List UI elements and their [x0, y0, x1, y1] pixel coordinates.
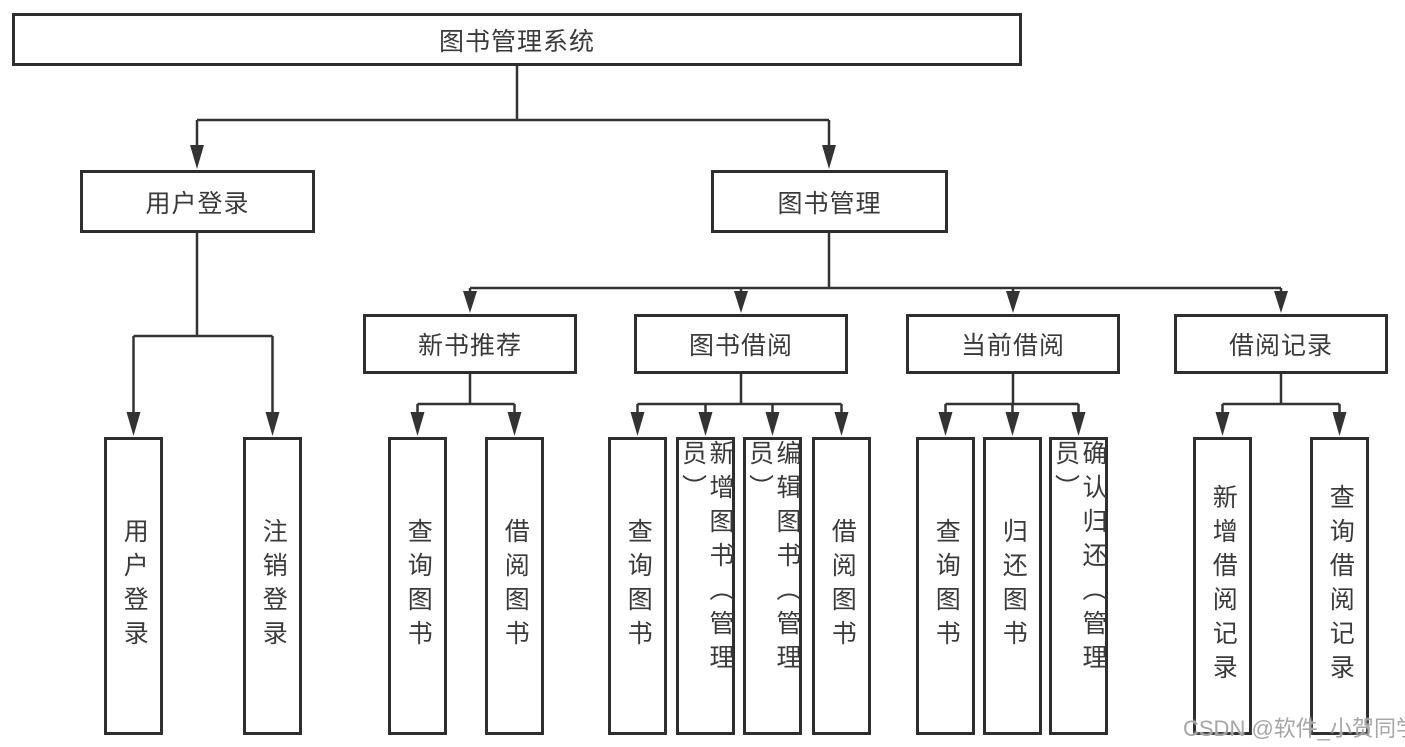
node-current-borrowing-label: 当前借阅	[960, 332, 1065, 360]
leaf-add-book-admin: 新增图书（管理员）	[676, 437, 735, 735]
node-borrowing-records: 借阅记录	[1174, 314, 1388, 374]
node-user-login-label: 用户登录	[145, 189, 250, 218]
leaf-borrow-books-recommend-label: 借阅图书	[501, 518, 530, 654]
node-book-management: 图书管理	[711, 170, 948, 233]
node-borrowing-records-label: 借阅记录	[1228, 332, 1333, 360]
node-new-book-recommend-label: 新书推荐	[417, 332, 522, 360]
node-library-system: 图书管理系统	[12, 13, 1022, 66]
watermark: CSDN @软件_小贺同学	[1183, 716, 1405, 741]
leaf-borrow-books-recommend: 借阅图书	[485, 437, 544, 735]
leaf-query-books-borrowing: 查询图书	[608, 437, 667, 735]
node-current-borrowing: 当前借阅	[906, 314, 1120, 374]
leaf-borrow-books-label: 借阅图书	[828, 518, 857, 654]
leaf-query-borrow-record-label: 查询借阅记录	[1326, 484, 1355, 688]
leaf-edit-book-admin-label: 编辑图书（管理员）	[745, 440, 802, 678]
leaf-confirm-return-admin-label: 确认归还（管理员）	[1051, 440, 1108, 678]
leaf-query-books-current: 查询图书	[916, 437, 975, 735]
leaf-add-borrow-record-label: 新增借阅记录	[1209, 484, 1238, 688]
leaf-query-books-recommend-label: 查询图书	[404, 518, 433, 654]
node-new-book-recommend: 新书推荐	[363, 314, 577, 374]
leaf-logout: 注销登录	[243, 437, 302, 735]
node-book-management-label: 图书管理	[777, 189, 882, 218]
leaf-query-books-current-label: 查询图书	[932, 518, 961, 654]
leaf-borrow-books: 借阅图书	[812, 437, 871, 735]
node-library-system-label: 图书管理系统	[438, 27, 595, 56]
leaf-user-login: 用户登录	[104, 437, 163, 735]
node-book-borrowing-label: 图书借阅	[688, 332, 793, 360]
leaf-add-book-admin-label: 新增图书（管理员）	[678, 440, 735, 678]
leaf-logout-label: 注销登录	[259, 518, 288, 654]
leaf-query-books-recommend: 查询图书	[388, 437, 447, 735]
node-book-borrowing: 图书借阅	[634, 314, 848, 374]
leaf-return-books: 归还图书	[983, 437, 1042, 735]
node-user-login: 用户登录	[80, 170, 315, 233]
leaf-return-books-label: 归还图书	[999, 518, 1028, 654]
leaf-edit-book-admin: 编辑图书（管理员）	[743, 437, 802, 735]
leaf-add-borrow-record: 新增借阅记录	[1193, 437, 1252, 735]
leaf-query-books-borrowing-label: 查询图书	[624, 518, 653, 654]
leaf-user-login-label: 用户登录	[120, 518, 149, 654]
leaf-confirm-return-admin: 确认归还（管理员）	[1049, 437, 1108, 735]
leaf-query-borrow-record: 查询借阅记录	[1310, 437, 1369, 735]
